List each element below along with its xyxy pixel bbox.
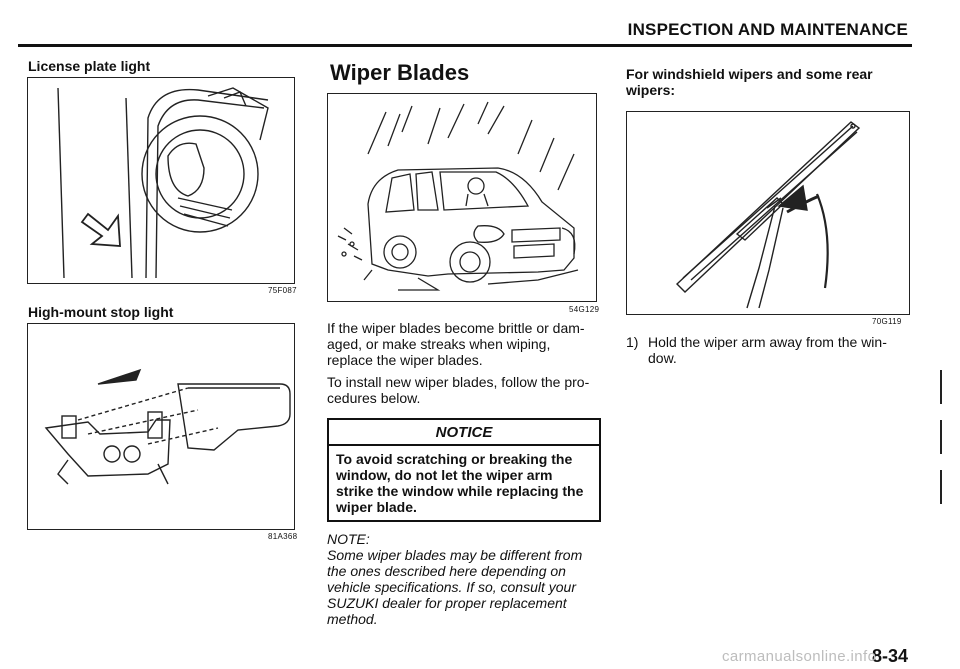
margin-mark <box>940 420 942 454</box>
license-plate-light-figure-code: 75F087 <box>268 286 297 295</box>
wiper-blades-heading: Wiper Blades <box>330 60 470 85</box>
windshield-wipers-heading: For windshield wipers and some rear wipe… <box>626 66 873 98</box>
header-rule <box>18 44 912 47</box>
step-1-text: Hold the wiper arm away from the win-dow… <box>648 334 887 366</box>
step-1-number: 1) <box>626 334 639 350</box>
watermark-site: carmanualsonline.info <box>722 648 877 665</box>
margin-mark <box>940 470 942 504</box>
note-body: Some wiper blades may be different from … <box>327 547 583 627</box>
license-plate-light-illustration <box>57 87 269 279</box>
margin-mark <box>940 370 942 404</box>
wiper-blade-illustration <box>675 121 861 309</box>
high-mount-stop-light-figure-code: 81A368 <box>268 532 298 541</box>
note-label: NOTE: <box>327 531 370 547</box>
high-mount-stop-light-heading: High-mount stop light <box>28 304 174 320</box>
wiper-blades-figure-code: 54G129 <box>569 305 600 314</box>
wiper-blade-figure <box>626 111 910 315</box>
section-title: INSPECTION AND MAINTENANCE <box>627 20 908 39</box>
notice-box: NOTICE To avoid scratching or breaking t… <box>327 418 601 522</box>
notice-body: To avoid scratching or breaking the wind… <box>336 451 584 515</box>
car-in-rain-illustration <box>337 101 579 291</box>
high-mount-stop-light-figure <box>27 323 295 530</box>
page-number: 8-34 <box>872 646 909 666</box>
license-plate-light-heading: License plate light <box>28 58 151 74</box>
wiper-blades-figure <box>327 93 597 302</box>
wiper-blades-intro-paragraph: If the wiper blades become brittle or da… <box>327 320 585 368</box>
high-mount-stop-light-illustration <box>44 368 291 485</box>
wiper-blades-procedure-paragraph: To install new wiper blades, follow the … <box>327 374 590 406</box>
license-plate-light-figure <box>27 77 295 284</box>
wiper-blade-figure-code: 70G119 <box>872 317 902 326</box>
notice-title: NOTICE <box>329 420 599 446</box>
